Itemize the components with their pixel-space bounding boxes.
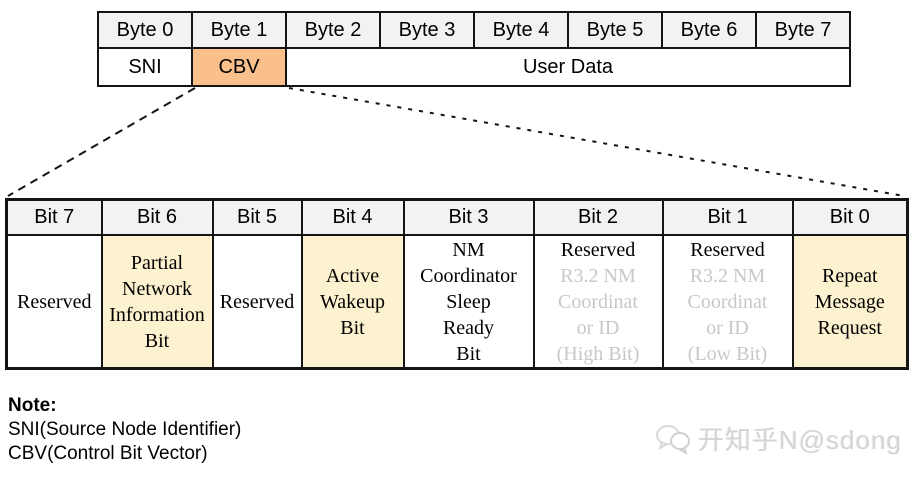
bit2-label: Reserved xyxy=(560,238,636,261)
bit5-cell: Reserved xyxy=(211,234,303,370)
bit7-cell: Reserved xyxy=(5,234,103,370)
bit3-header: Bit 3 xyxy=(402,198,535,236)
expansion-line-right xyxy=(288,87,905,197)
bit7-header: Bit 7 xyxy=(5,198,103,236)
bit2-cell: Reserved R3.2 NM Coordinat or ID (High B… xyxy=(532,234,664,370)
bit1-label: Reserved xyxy=(690,238,765,261)
watermark-text: 开知乎N@sdong xyxy=(698,425,903,455)
note-line-cbv: CBV(Control Bit Vector) xyxy=(8,443,208,464)
bit4-cell: Active Wakeup Bit xyxy=(300,234,405,370)
bit1-header: Bit 1 xyxy=(661,198,794,236)
byte2-header: Byte 2 xyxy=(285,11,381,49)
bit4-label: Active Wakeup Bit xyxy=(319,264,386,339)
bit-layout-table: Bit 7 Bit 6 Bit 5 Bit 4 Bit 3 Bit 2 Bit … xyxy=(5,198,909,370)
expansion-line-left xyxy=(7,87,196,197)
bit2-deprecated-label: R3.2 NM Coordinat or ID (High Bit) xyxy=(556,264,640,365)
bit2-header: Bit 2 xyxy=(532,198,664,236)
bit6-header: Bit 6 xyxy=(100,198,214,236)
byte5-header: Byte 5 xyxy=(567,11,663,49)
byte1-header: Byte 1 xyxy=(191,11,287,49)
bit-description-row: Reserved Partial Network Information Bit… xyxy=(5,234,909,370)
bit0-label: Repeat Message Request xyxy=(814,264,885,339)
byte0-header: Byte 0 xyxy=(97,11,193,49)
watermark: 开知乎N@sdong xyxy=(656,420,902,457)
sni-cell: SNI xyxy=(97,47,193,87)
note-line-sni: SNI(Source Node Identifier) xyxy=(8,419,242,440)
bit6-label: Partial Network Information Bit xyxy=(109,251,205,352)
bit6-cell: Partial Network Information Bit xyxy=(100,234,214,370)
note-block: Note: SNI(Source Node Identifier) CBV(Co… xyxy=(8,394,241,466)
byte-header-row: Byte 0 Byte 1 Byte 2 Byte 3 Byte 4 Byte … xyxy=(97,11,851,49)
bit-header-row: Bit 7 Bit 6 Bit 5 Bit 4 Bit 3 Bit 2 Bit … xyxy=(5,198,909,236)
bit5-header: Bit 5 xyxy=(211,198,303,236)
byte-layout-table: Byte 0 Byte 1 Byte 2 Byte 3 Byte 4 Byte … xyxy=(97,11,851,87)
byte7-header: Byte 7 xyxy=(755,11,851,49)
byte4-header: Byte 4 xyxy=(473,11,569,49)
bit3-label: NM Coordinator Sleep Ready Bit xyxy=(420,238,517,365)
user-data-cell: User Data xyxy=(285,47,851,87)
byte3-header: Byte 3 xyxy=(379,11,475,49)
bit0-cell: Repeat Message Request xyxy=(791,234,909,370)
bit4-header: Bit 4 xyxy=(300,198,405,236)
bit0-header: Bit 0 xyxy=(791,198,909,236)
cbv-cell: CBV xyxy=(191,47,287,87)
bit5-label: Reserved xyxy=(219,290,295,313)
bit1-cell: Reserved R3.2 NM Coordinat or ID (Low Bi… xyxy=(661,234,794,370)
bit1-deprecated-label: R3.2 NM Coordinat or ID (Low Bit) xyxy=(687,264,768,365)
bit3-cell: NM Coordinator Sleep Ready Bit xyxy=(402,234,535,370)
chat-bubbles-icon xyxy=(656,424,690,454)
bit7-label: Reserved xyxy=(17,290,92,313)
byte-value-row: SNI CBV User Data xyxy=(97,47,851,87)
byte6-header: Byte 6 xyxy=(661,11,757,49)
note-title: Note: xyxy=(8,395,57,416)
